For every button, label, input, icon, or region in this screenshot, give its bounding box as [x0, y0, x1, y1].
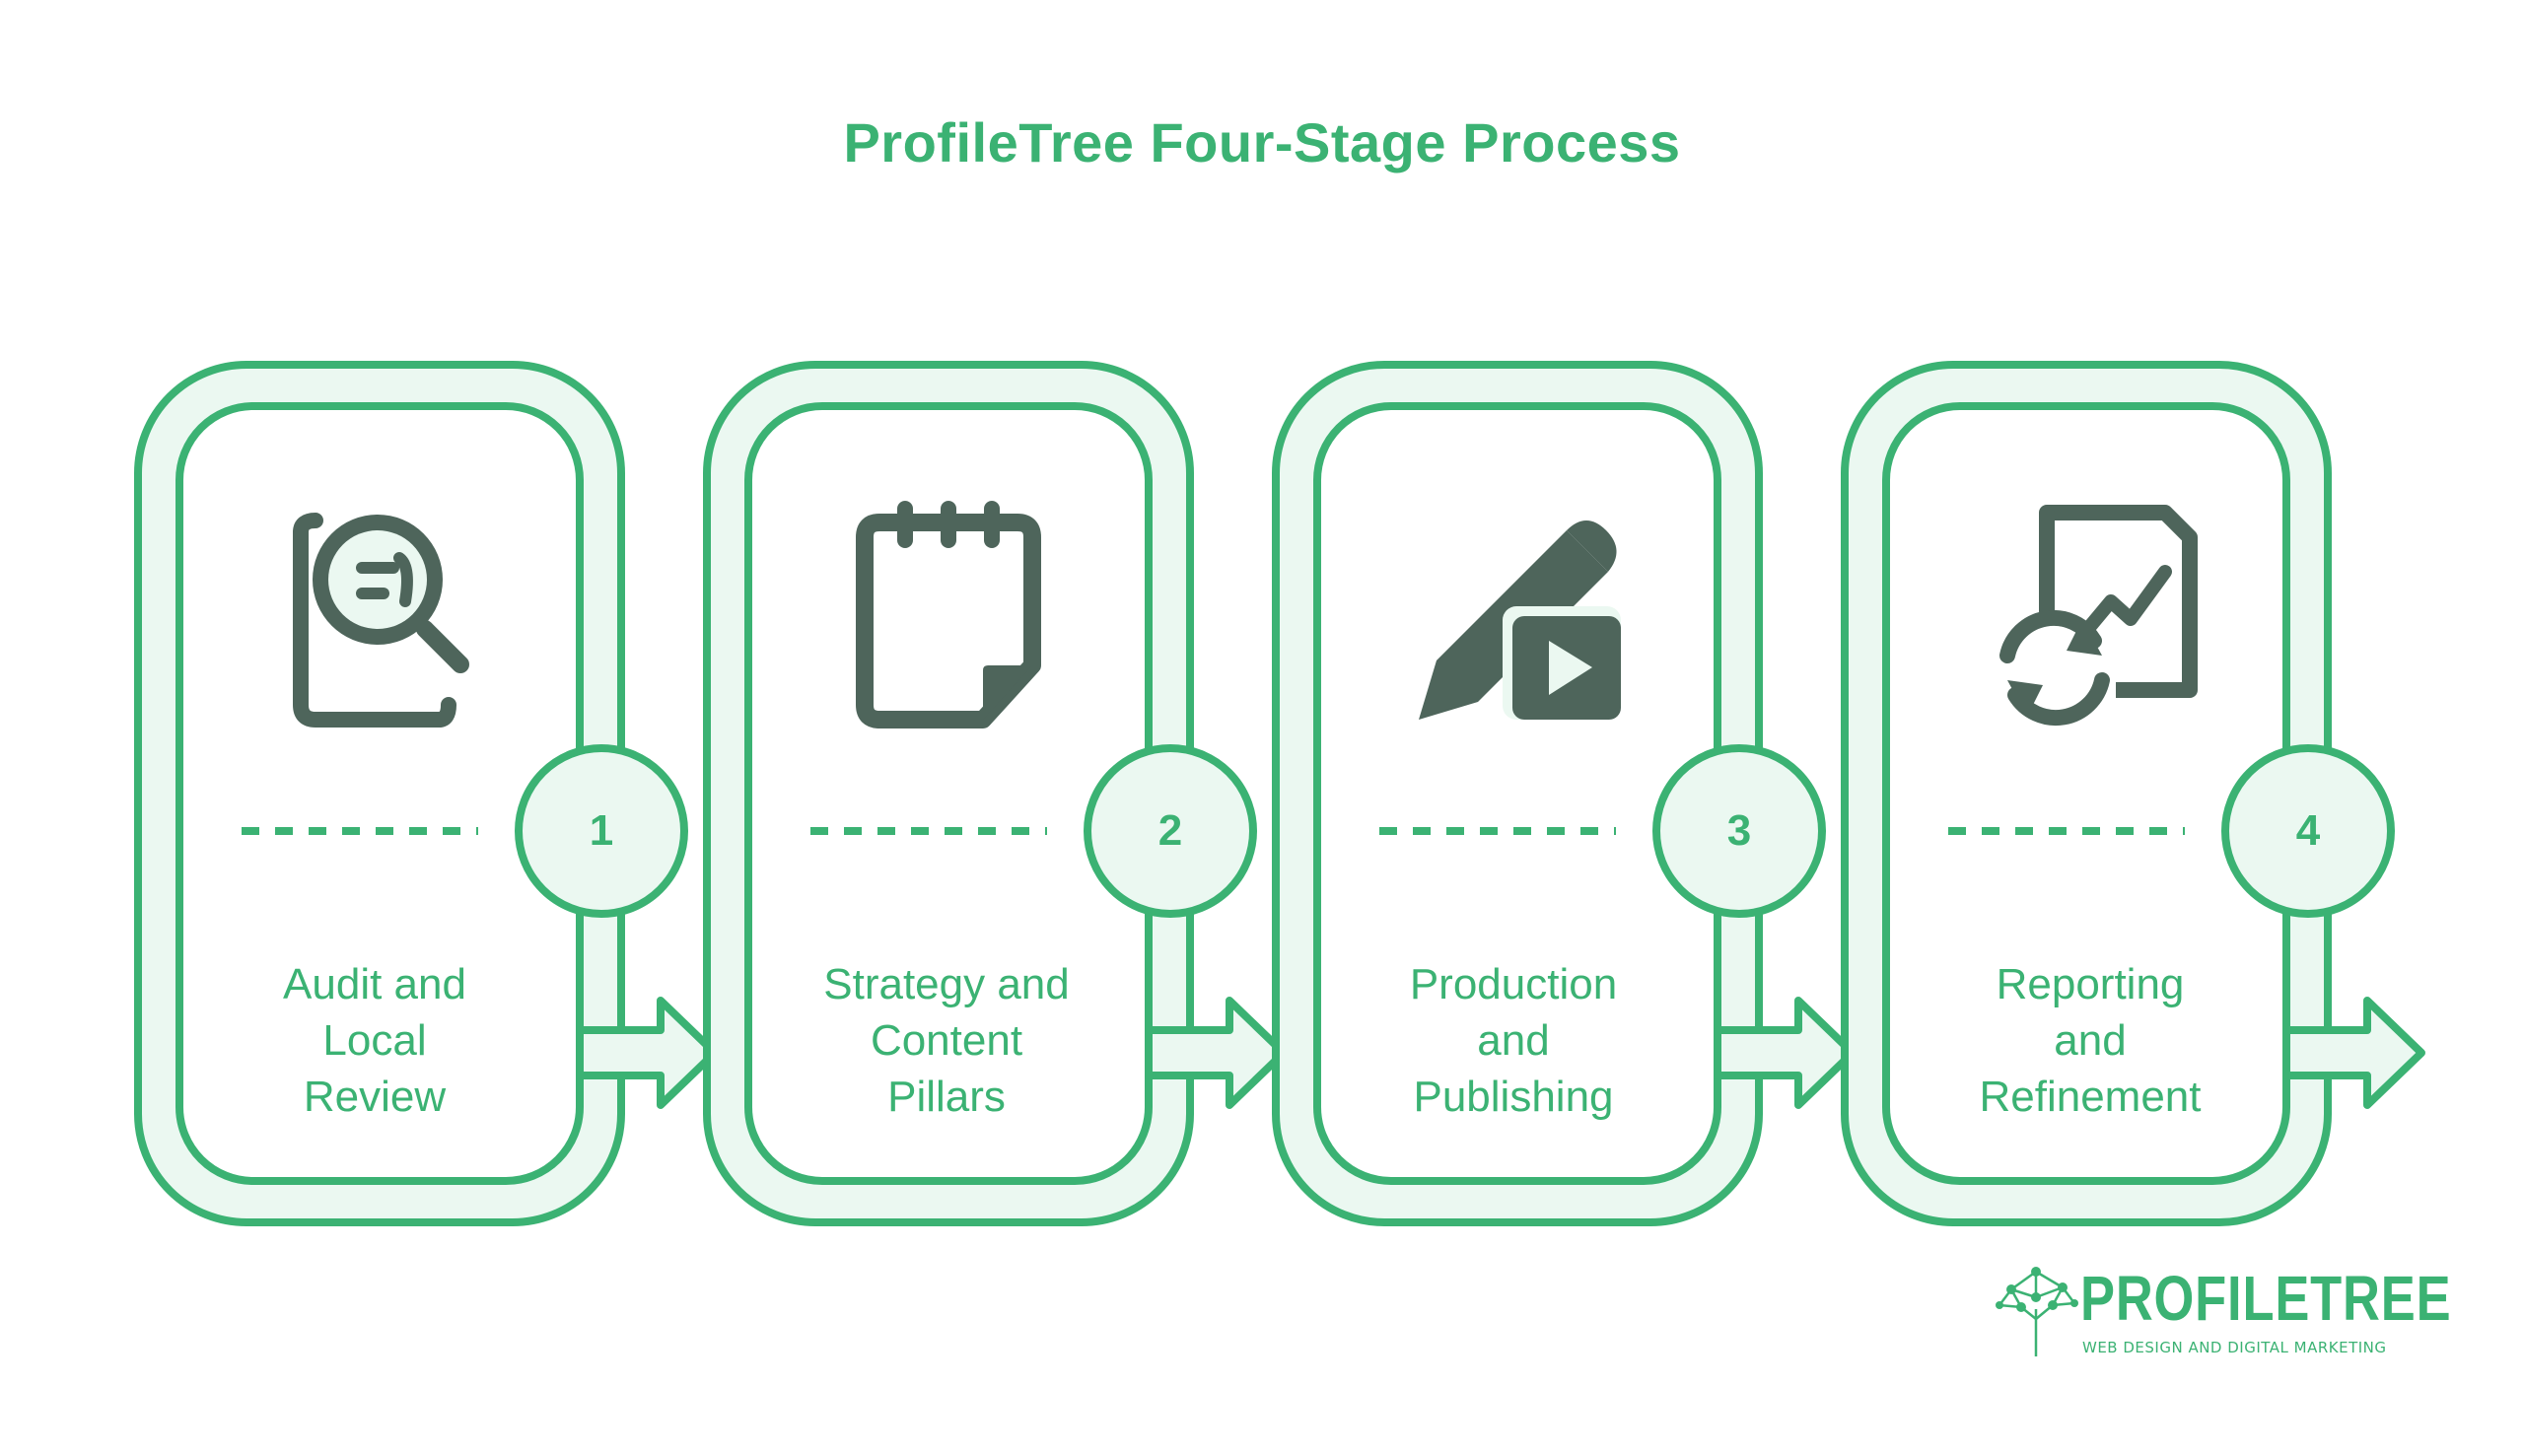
logo-tagline: WEB DESIGN AND DIGITAL MARKETING [2082, 1339, 2387, 1356]
stage-4-badge [2221, 744, 2395, 918]
stage-4-arrow [2282, 997, 2425, 1109]
stage-4-number: 4 [2295, 806, 2321, 855]
stage-1-label: Audit and Local Review [283, 960, 466, 1121]
stage-3-number: 3 [1726, 806, 1752, 855]
stage-2-label: Strategy and Content Pillars [823, 960, 1070, 1121]
stage-3-arrow [1714, 997, 1857, 1109]
stage-1-arrow [576, 997, 719, 1109]
logo-wordmark: PROFILETREE [2080, 1263, 2452, 1334]
stage-4-panel [1841, 361, 2425, 1226]
stage-1-panel [134, 361, 719, 1226]
tree-network-icon [1996, 1267, 2078, 1356]
stage-3-panel [1272, 361, 1857, 1226]
stage-2-arrow [1145, 997, 1288, 1109]
stage-1-number: 1 [589, 806, 614, 855]
stage-3-label: Production and Publishing [1409, 960, 1618, 1121]
stage-2-number: 2 [1157, 806, 1183, 855]
stage-2-panel [703, 361, 1288, 1226]
stage-2-badge [1084, 744, 1257, 918]
stage-3-badge [1652, 744, 1826, 918]
profiletree-logo: PROFILETREE WEB DESIGN AND DIGITAL MARKE… [1992, 1260, 2451, 1368]
stage-4-label: Reporting and Refinement [1979, 960, 2202, 1121]
stage-1-badge [515, 744, 688, 918]
page-title: ProfileTree Four-Stage Process [843, 111, 1681, 173]
